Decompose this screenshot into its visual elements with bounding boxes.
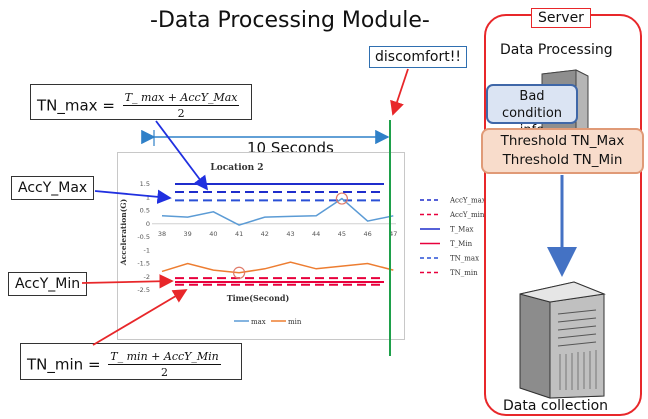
tn-min-denominator: 2 bbox=[161, 366, 169, 379]
y-tick-label: -1.5 bbox=[137, 260, 150, 268]
y-tick-label: 0 bbox=[146, 220, 150, 228]
chart-xlabel: Time(Second) bbox=[227, 293, 290, 303]
series-line-min bbox=[161, 261, 394, 274]
highlight-circle bbox=[335, 192, 348, 205]
discomfort-pointer-arrow bbox=[390, 68, 409, 116]
highlight-circle bbox=[233, 266, 246, 279]
x-tick-label: 47 bbox=[389, 230, 397, 238]
tn-min-formula-lhs: TN_min = bbox=[27, 355, 101, 374]
accy-min-pointer-arrow bbox=[81, 274, 174, 289]
tn-max-numerator: T_ max + AccY_Max bbox=[122, 91, 240, 106]
tn-min-formula-box: TN_min = T_ min + AccY_Min 2 bbox=[20, 343, 242, 380]
tn-max-formula-box: TN_max = T_ max + AccY_Max 2 bbox=[30, 84, 252, 120]
x-tick-label: 38 bbox=[158, 230, 166, 238]
tn-min-pointer-arrow bbox=[92, 289, 188, 346]
x-tick-label: 41 bbox=[235, 230, 243, 238]
discomfort-label: discomfort!! bbox=[369, 46, 467, 68]
legend-max-label: max bbox=[251, 318, 266, 326]
threshold-max-label: Threshold TN_Max bbox=[500, 133, 625, 149]
server-tag: Server bbox=[531, 8, 591, 28]
data-processing-label: Data Processing bbox=[500, 42, 613, 58]
x-tick-label: 42 bbox=[261, 230, 269, 238]
tn-min-fraction: T_ min + AccY_Min 2 bbox=[108, 350, 221, 379]
tn-max-denominator: 2 bbox=[177, 107, 185, 120]
legend-label: AccY_min bbox=[449, 211, 485, 219]
tn-max-fraction: T_ max + AccY_Max 2 bbox=[122, 91, 240, 120]
bad-condition-info-box: Bad condition info bbox=[486, 84, 578, 138]
chart-ylabel: Acceleration(G) bbox=[119, 199, 128, 266]
y-tick-label: 0.5 bbox=[140, 207, 150, 215]
y-tick-label: -1 bbox=[144, 246, 150, 254]
accy-min-label: AccY_Min bbox=[8, 272, 88, 296]
data-collection-label: Data collection bbox=[503, 398, 609, 414]
tn-max-formula-lhs: TN_max = bbox=[37, 96, 115, 115]
tn-min-numerator: T_ min + AccY_Min bbox=[108, 350, 221, 365]
x-tick-label: 40 bbox=[209, 230, 217, 238]
legend-label: TN_min bbox=[450, 269, 478, 277]
x-tick-label: 46 bbox=[363, 230, 371, 238]
chart-title: Location 2 bbox=[210, 163, 263, 173]
legend-min-label: min bbox=[288, 318, 302, 326]
series-line-max bbox=[161, 197, 394, 226]
bad-condition-line1: Bad condition bbox=[501, 89, 563, 121]
legend-label: AccY_max bbox=[449, 197, 486, 205]
y-tick-label: 1.5 bbox=[140, 180, 150, 188]
x-tick-label: 43 bbox=[286, 230, 294, 238]
tn-max-pointer-arrow bbox=[155, 120, 209, 191]
y-tick-label: -0.5 bbox=[137, 233, 150, 241]
x-tick-label: 39 bbox=[184, 230, 192, 238]
threshold-min-label: Threshold TN_Min bbox=[502, 152, 623, 168]
accy-max-pointer-arrow bbox=[94, 189, 172, 204]
x-tick-label: 45 bbox=[338, 230, 346, 238]
page-title: -Data Processing Module- bbox=[150, 8, 430, 33]
threshold-box: Threshold TN_Max Threshold TN_Min bbox=[481, 128, 644, 174]
legend-label: T_Max bbox=[450, 226, 474, 234]
collection-server-icon bbox=[519, 281, 606, 399]
y-tick-label: -2 bbox=[144, 273, 150, 281]
y-tick-label: -2.5 bbox=[137, 286, 150, 294]
y-tick-label: 1 bbox=[146, 193, 150, 201]
legend-label: TN_max bbox=[450, 255, 479, 263]
legend-label: T_Min bbox=[450, 240, 473, 248]
accy-max-label: AccY_Max bbox=[11, 176, 95, 200]
x-tick-label: 44 bbox=[312, 230, 320, 238]
